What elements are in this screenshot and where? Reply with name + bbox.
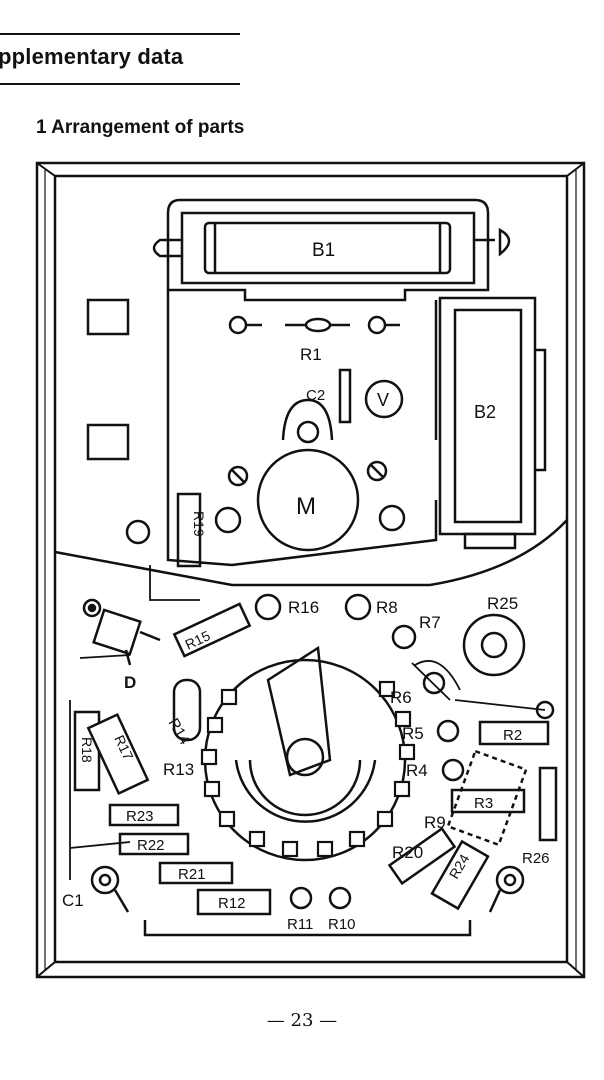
label-r10: R10: [328, 916, 356, 933]
pad-left-top: [86, 298, 130, 336]
section-title-box: pplementary data: [0, 33, 240, 85]
label-r4: R4: [406, 761, 428, 780]
label-r11: R11: [287, 916, 313, 933]
label-b1: B1: [312, 240, 335, 261]
label-r16: R16: [288, 598, 319, 617]
resistors: [73, 602, 558, 916]
resistor-r1: [228, 315, 400, 335]
label-r1: R1: [300, 345, 322, 364]
range-switch: [203, 645, 407, 862]
component-v: [364, 379, 404, 419]
label-c1: C1: [62, 891, 84, 910]
label-r12: R12: [218, 895, 246, 912]
capacitor-c2: [338, 368, 352, 424]
label-c2: C2: [306, 387, 325, 404]
label-r8: R8: [376, 598, 398, 617]
label-r7: R7: [419, 613, 441, 632]
section-title: pplementary data: [0, 44, 184, 69]
resistor-r19: [176, 492, 202, 568]
label-r13: R13: [163, 760, 194, 779]
diode-d: [82, 598, 161, 666]
switch-contacts: [200, 680, 416, 858]
case-inner: [53, 174, 569, 964]
label-r26: R26: [522, 850, 550, 867]
label-r9: R9: [424, 813, 446, 832]
label-r20: R20: [392, 843, 423, 862]
label-r18: R18: [79, 737, 95, 763]
capacitor-c1: [90, 865, 525, 913]
motor-m: [214, 398, 406, 552]
label-m: M: [296, 493, 316, 520]
label-r21: R21: [178, 866, 206, 883]
label-r2: R2: [503, 727, 522, 744]
pad-left-bottom: [86, 423, 130, 461]
label-b2: B2: [474, 402, 496, 422]
battery-b2: [438, 296, 547, 550]
screw-left: [125, 519, 151, 545]
label-r5: R5: [402, 724, 424, 743]
label-r23: R23: [126, 808, 154, 825]
label-r22: R22: [137, 837, 165, 854]
case-outline: [35, 161, 586, 979]
label-v: V: [377, 390, 389, 410]
label-r3: R3: [474, 795, 493, 812]
page-number: — 23 —: [266, 1010, 338, 1031]
label-d: D: [124, 673, 136, 692]
label-r6: R6: [390, 688, 412, 707]
subsection-title: 1 Arrangement of parts: [36, 117, 245, 138]
battery-b1: [152, 198, 511, 302]
label-r19: R19: [191, 511, 207, 537]
label-r25: R25: [487, 594, 518, 613]
